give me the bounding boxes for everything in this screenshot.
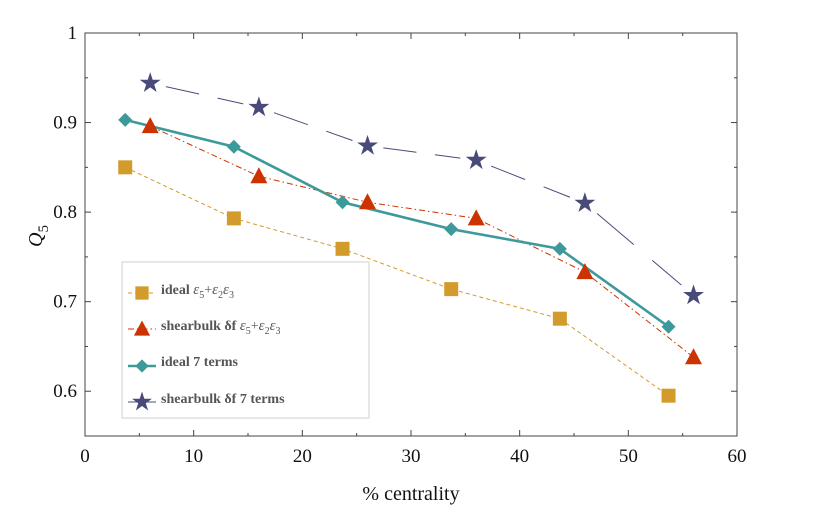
- marker-shearbulk-7-terms: [465, 149, 487, 170]
- series-line-shearbulk-eps: [149, 125, 694, 358]
- y-tick-label: 1: [68, 23, 78, 44]
- y-tick-label: 0.9: [53, 113, 77, 134]
- series-line-shearbulk-7-terms: [490, 165, 526, 180]
- legend-marker-ideal-eps: [135, 286, 149, 300]
- x-tick-labels: 0 10 20 30 40 50 60: [80, 446, 746, 467]
- series-lines: [124, 86, 694, 397]
- marker-ideal-7-terms: [444, 222, 459, 237]
- y-tick-label: 0.8: [53, 202, 77, 223]
- series-line-ideal-7-terms: [124, 118, 670, 328]
- legend-label-ideal-eps: ideal ε5+ε2ε3: [161, 282, 234, 301]
- marker-ideal-eps: [118, 160, 133, 175]
- marker-ideal-eps: [661, 388, 676, 403]
- marker-ideal-7-terms: [552, 241, 567, 256]
- marker-shearbulk-eps: [141, 117, 159, 134]
- series-line-shearbulk-7-terms: [434, 154, 461, 159]
- marker-ideal-eps: [552, 311, 567, 326]
- legend-label-shearbulk-eps: shearbulk δf ε5+ε2ε3: [161, 318, 281, 337]
- legend-marker-shearbulk-eps: [133, 320, 151, 336]
- marker-shearbulk-eps: [250, 167, 268, 184]
- marker-shearbulk-7-terms: [248, 96, 270, 117]
- x-axis-title: % centrality: [362, 483, 459, 505]
- legend-label-ideal-7: ideal 7 terms: [161, 355, 239, 370]
- y-axis-title: Q5: [25, 225, 52, 247]
- legend-samples: [128, 286, 156, 411]
- x-tick-label: 50: [619, 446, 638, 467]
- x-tick-label: 20: [293, 446, 312, 467]
- series-line-shearbulk-7-terms: [326, 130, 353, 141]
- marker-shearbulk-7-terms: [357, 134, 378, 155]
- legend-label-shearbulk-7: shearbulk δf 7 terms: [161, 392, 285, 407]
- marker-ideal-eps: [226, 211, 241, 226]
- y-tick-labels: 0.6 0.7 0.8 0.9 1: [53, 23, 77, 402]
- marker-shearbulk-eps: [467, 209, 485, 226]
- legend-box: [121, 261, 370, 419]
- legend-marker-shearbulk-7-terms: [132, 391, 152, 411]
- x-tick-label: 10: [184, 446, 203, 467]
- marker-ideal-7-terms: [661, 319, 676, 334]
- marker-ideal-eps: [444, 282, 459, 297]
- series-markers: [118, 72, 704, 403]
- marker-shearbulk-eps: [576, 263, 594, 280]
- marker-ideal-7-terms: [335, 195, 350, 210]
- series-line-shearbulk-7-terms: [651, 259, 682, 286]
- legend-marker-ideal-7-terms: [135, 359, 149, 373]
- y-tick-label: 0.7: [53, 292, 77, 313]
- series-line-shearbulk-7-terms: [273, 112, 308, 126]
- legend: ideal ε5+ε2ε3 shearbulk δf ε5+ε2ε3 ideal…: [121, 261, 370, 419]
- marker-shearbulk-7-terms: [574, 192, 596, 213]
- series-line-shearbulk-7-terms: [596, 213, 635, 246]
- series-line-shearbulk-7-terms: [165, 86, 200, 95]
- marker-ideal-7-terms: [118, 112, 133, 127]
- x-tick-label: 40: [510, 446, 529, 467]
- marker-ideal-7-terms: [226, 139, 241, 154]
- series-line-shearbulk-7-terms: [217, 97, 244, 105]
- series-line-shearbulk-7-terms: [543, 186, 571, 198]
- marker-shearbulk-eps: [359, 193, 377, 210]
- axis-ticks: [84, 32, 738, 436]
- x-tick-label: 60: [728, 446, 747, 467]
- x-tick-label: 0: [80, 446, 90, 467]
- marker-shearbulk-eps: [685, 348, 703, 365]
- series-line-ideal-eps: [124, 166, 669, 397]
- x-tick-label: 30: [402, 446, 421, 467]
- marker-ideal-eps: [335, 241, 350, 256]
- marker-shearbulk-7-terms: [683, 284, 704, 305]
- marker-shearbulk-7-terms: [139, 72, 161, 93]
- series-line-shearbulk-7-terms: [383, 147, 417, 153]
- y-tick-label: 0.6: [53, 381, 77, 402]
